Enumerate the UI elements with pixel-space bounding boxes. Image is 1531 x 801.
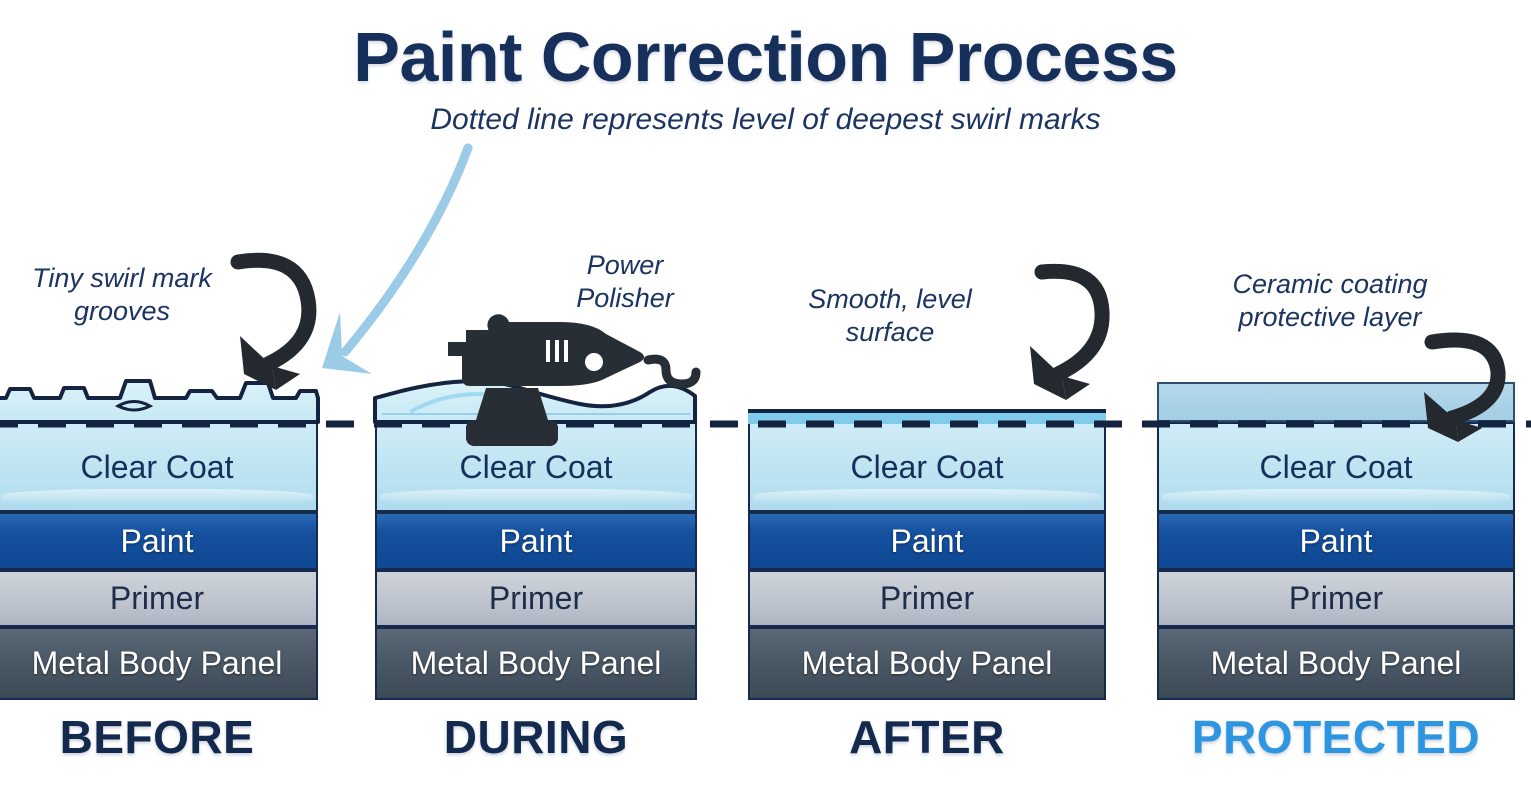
annotation-polisher: Power Polisher <box>520 249 730 315</box>
layer-primer: Primer <box>748 570 1106 627</box>
curved-arrow-light-icon <box>322 143 473 374</box>
layer-primer: Primer <box>375 570 697 627</box>
annotation-after-line1: Smooth, level <box>808 284 972 314</box>
curved-arrow-icon-after <box>1030 263 1110 400</box>
layer-clear-coat-label: Clear Coat <box>80 448 234 485</box>
stage-label-during: DURING <box>443 711 629 763</box>
power-polisher-icon <box>448 314 701 446</box>
layer-primer-label: Primer <box>879 580 975 616</box>
layer-clear-coat-label: Clear Coat <box>1259 448 1413 485</box>
annotation-polisher-line2: Polisher <box>576 282 674 313</box>
layer-metal-body-panel: Metal Body Panel <box>375 627 697 700</box>
layer-metal-body-panel: Metal Body Panel <box>1157 627 1515 700</box>
panel-protected: Clear Coat Paint Primer Metal Body Panel <box>1157 382 1515 700</box>
layer-metal-body-panel: Metal Body Panel <box>0 627 318 700</box>
layer-paint-label: Paint <box>120 522 194 559</box>
stage-label-protected: PROTECTED <box>1191 711 1481 763</box>
layer-paint-label: Paint <box>499 522 573 559</box>
stage-label-after: AFTER <box>849 711 1005 763</box>
page-title: Paint Correction Process <box>353 18 1178 96</box>
layer-primer: Primer <box>1157 570 1515 627</box>
layer-clear-coat-label: Clear Coat <box>850 448 1004 485</box>
layer-metal-label: Metal Body Panel <box>1210 645 1462 681</box>
annotation-before: Tiny swirl mark grooves <box>0 262 250 328</box>
annotation-protected-line1: Ceramic coating <box>1232 269 1428 299</box>
layer-paint: Paint <box>375 512 697 570</box>
layer-paint: Paint <box>748 512 1106 570</box>
layer-metal-label: Metal Body Panel <box>410 645 662 681</box>
layer-metal-label: Metal Body Panel <box>31 645 283 681</box>
annotation-before-line2: grooves <box>73 295 171 326</box>
page-subtitle: Dotted line represents level of deepest … <box>430 103 1101 136</box>
panel-during: Clear Coat Paint Primer Metal Body Panel <box>375 400 697 700</box>
curved-arrow-icon-protected <box>1424 332 1506 442</box>
layer-paint-label: Paint <box>890 522 964 559</box>
layer-primer-label: Primer <box>109 580 205 616</box>
surface-before-swirls <box>0 379 320 424</box>
layer-paint: Paint <box>1157 512 1515 570</box>
annotation-after: Smooth, level surface <box>772 283 1008 349</box>
layer-paint: Paint <box>0 512 318 570</box>
layer-primer-label: Primer <box>1288 580 1384 616</box>
curved-arrow-icon-before <box>230 252 317 390</box>
layer-paint-label: Paint <box>1299 522 1373 559</box>
annotation-protected-line2: protective layer <box>1238 301 1422 332</box>
panel-after: Clear Coat Paint Primer Metal Body Panel <box>748 400 1106 700</box>
annotation-polisher-line1: Power <box>586 250 664 280</box>
layer-metal-body-panel: Metal Body Panel <box>748 627 1106 700</box>
annotation-protected: Ceramic coating protective layer <box>1180 268 1480 334</box>
layer-metal-label: Metal Body Panel <box>801 645 1053 681</box>
stage-label-before: BEFORE <box>59 711 255 763</box>
layer-clear-coat-label: Clear Coat <box>459 448 613 485</box>
layer-primer: Primer <box>0 570 318 627</box>
layer-primer-label: Primer <box>488 580 584 616</box>
annotation-after-line2: surface <box>845 316 935 347</box>
annotation-before-line1: Tiny swirl mark <box>32 263 212 293</box>
